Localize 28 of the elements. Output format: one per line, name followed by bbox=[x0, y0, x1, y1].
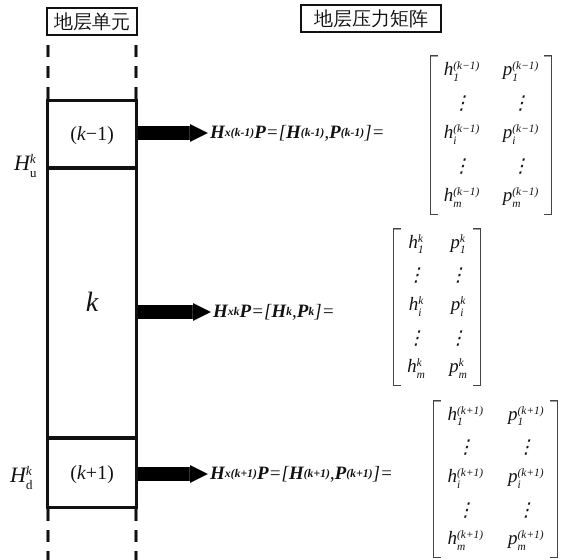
matrix-entry: ⋮ bbox=[511, 156, 530, 176]
matrix-equation: H$^{x(k-1)}$P=[H$^{(k-1)}$,P$^{(k-1)}$]= bbox=[210, 120, 424, 146]
layer-label: (k+1) bbox=[70, 462, 114, 484]
matrix-entry: ⋮ bbox=[406, 328, 426, 348]
layer-label: (k−1) bbox=[70, 122, 114, 146]
matrix-entry: ⋮ bbox=[516, 500, 536, 520]
heading-box bbox=[300, 4, 442, 33]
matrix-entry: ⋮ bbox=[452, 94, 471, 113]
heading-text: 地层单元 bbox=[54, 10, 130, 34]
matrix-equation: H$^{xk}$P=[H$^{k}$,P$^{k}$]= bbox=[213, 299, 383, 325]
heading-text: 地层压力矩阵 bbox=[314, 8, 428, 32]
matrix-entry: ⋮ bbox=[456, 438, 475, 458]
stratum-layer-box bbox=[46, 437, 138, 509]
block-arrow bbox=[138, 464, 208, 484]
heading-box bbox=[46, 7, 138, 36]
matrix-entry: ⋮ bbox=[516, 438, 536, 458]
matrix-entry: ⋮ bbox=[406, 266, 426, 286]
matrix-entry: ⋮ bbox=[456, 500, 475, 520]
matrix-equation: H$^{x(k+1)}$P=[H$^{(k+1)}$,P$^{(k+1)}$]= bbox=[210, 461, 430, 487]
stratum-layer-box bbox=[46, 167, 138, 439]
matrix-entry: ⋮ bbox=[448, 266, 468, 286]
stratum-layer-box bbox=[46, 99, 138, 169]
layer-label: k bbox=[86, 287, 98, 319]
matrix-entry: ⋮ bbox=[452, 156, 471, 176]
matrix-entry: ⋮ bbox=[448, 328, 468, 348]
matrix-entry: ⋮ bbox=[511, 94, 530, 113]
block-arrow bbox=[138, 302, 211, 322]
block-arrow bbox=[138, 124, 208, 142]
